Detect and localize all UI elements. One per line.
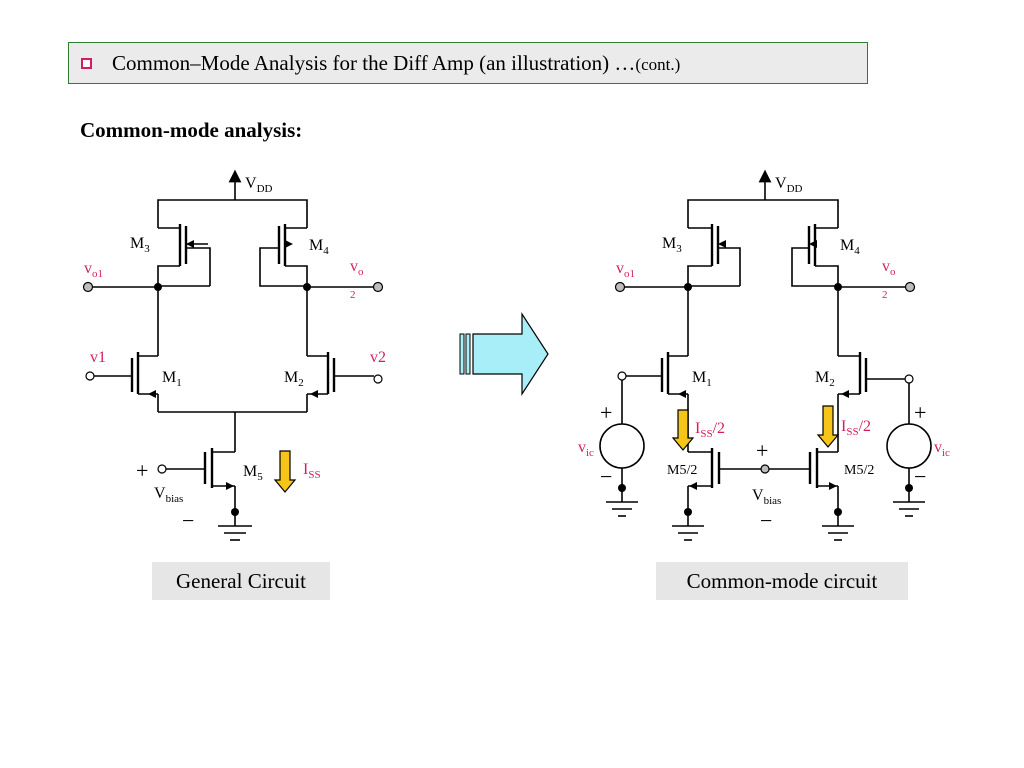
iss-half-label-right: ISS/2	[841, 418, 871, 438]
v1-label: v1	[90, 349, 106, 366]
transform-arrow-icon	[459, 311, 549, 397]
section-heading: Common-mode analysis:	[80, 118, 303, 142]
vic-label-right: vic	[934, 439, 950, 459]
transistor-m1	[94, 352, 159, 412]
iss-half-label-left: ISS/2	[695, 420, 725, 440]
iss-half-arrow-right-icon	[816, 405, 840, 448]
m2-label: M2	[284, 369, 304, 389]
m3-label: M3	[130, 235, 150, 255]
iss-current-arrow-icon	[273, 450, 297, 493]
checkbox-bullet-icon	[81, 57, 92, 69]
v2-label: v2	[370, 349, 386, 366]
transistor-m5-half-right	[808, 448, 854, 541]
title-box: Common–Mode Analysis for the Diff Amp (a…	[68, 42, 868, 84]
vo1-terminal	[82, 281, 94, 293]
vo-label-right: vo	[882, 258, 896, 278]
vo2-terminal	[372, 281, 384, 293]
transistor-m2	[306, 352, 374, 412]
vo1-label-right: vo1	[616, 260, 635, 280]
vic-label-left: vic	[578, 439, 594, 459]
m4-label: M4	[309, 237, 329, 257]
transistor-m3-right	[687, 224, 741, 287]
vdd-label: VDD	[245, 175, 273, 195]
slide-title: Common–Mode Analysis for the Diff Amp (a…	[112, 51, 680, 76]
vic-minus-right: −	[914, 464, 926, 489]
vic-minus-left: −	[600, 464, 612, 489]
m2-label-right: M2	[815, 369, 835, 389]
vdd-label-right: VDD	[775, 175, 803, 195]
vbias-terminal	[157, 464, 167, 474]
m5-half-label-right: M5/2	[844, 463, 874, 478]
m5-label: M5	[243, 463, 263, 483]
vbias-plus-right: +	[756, 438, 768, 463]
vic-plus-right: +	[914, 400, 926, 425]
common-mode-circuit: VDD M3 M4 vo1 vo 2	[578, 169, 950, 541]
caption-common-mode-circuit: Common-mode circuit	[656, 562, 908, 600]
transistor-m5	[166, 448, 236, 512]
vbias-label-right: Vbias	[752, 487, 781, 507]
vo1-label: vo1	[84, 260, 103, 280]
v2-terminal	[373, 374, 383, 384]
transistor-m2-right	[837, 352, 905, 452]
vbias-label: Vbias	[154, 485, 183, 505]
vbias-terminal-right	[760, 464, 770, 474]
vo2-terminal-right	[904, 281, 916, 293]
v1-terminal	[85, 371, 95, 381]
slide-title-suffix: (cont.)	[635, 54, 681, 74]
vo-extra-label: 2	[350, 289, 356, 301]
m1-label: M1	[162, 369, 182, 389]
vo-extra-label-right: 2	[882, 289, 888, 301]
slide-title-main: Common–Mode Analysis for the Diff Amp (a…	[112, 50, 636, 75]
iss-label: ISS	[303, 461, 321, 481]
vo-label: vo	[350, 258, 364, 278]
m1-label-right: M1	[692, 369, 712, 389]
vbias-plus: +	[136, 458, 148, 483]
vbias-minus: −	[182, 508, 194, 533]
transistor-m4	[259, 224, 308, 287]
m4-label-right: M4	[840, 237, 860, 257]
transistor-m5-half-left	[672, 448, 761, 541]
caption-general-circuit: General Circuit	[152, 562, 330, 600]
transistor-m3	[157, 224, 211, 287]
vo1-terminal-right	[614, 281, 626, 293]
vic-source-left	[599, 423, 645, 517]
vbias-minus-right: −	[760, 508, 772, 533]
general-circuit: VDD M3 M4 vo1	[82, 169, 386, 541]
m3-label-right: M3	[662, 235, 682, 255]
transistor-m4-right	[791, 224, 839, 287]
m5-half-label-left: M5/2	[667, 463, 697, 478]
iss-half-arrow-left-icon	[671, 409, 695, 451]
vic-plus-left: +	[600, 400, 612, 425]
vic-source-right	[886, 423, 932, 517]
